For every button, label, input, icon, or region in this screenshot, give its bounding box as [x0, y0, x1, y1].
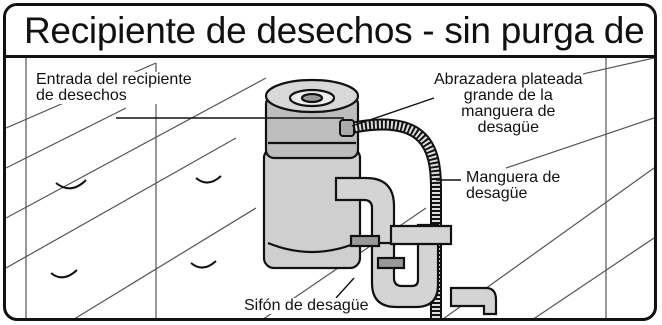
title-bar: Recipiente de desechos - sin purga de ai… — [6, 6, 654, 58]
diagram-title: Recipiente de desechos - sin purga de ai… — [24, 9, 657, 51]
disposer — [262, 78, 362, 270]
cabinet-handles — [50, 175, 222, 279]
drain-hose — [349, 118, 442, 318]
label-clamp: Abrazadera plateada grande de la manguer… — [434, 71, 583, 136]
hose-clamp — [339, 119, 355, 137]
label-hose: Manguera de desagüe — [466, 169, 561, 202]
label-inlet: Entrada del recipiente de desechos — [36, 71, 192, 104]
diagram-scene: Entrada del recipiente de desechos Abraz… — [6, 57, 654, 318]
diagram-frame: Recipiente de desechos - sin purga de ai… — [3, 3, 657, 321]
label-trap: Sifón de desagüe — [244, 297, 369, 314]
drain-trap — [334, 176, 498, 316]
leader-lines — [116, 97, 461, 299]
